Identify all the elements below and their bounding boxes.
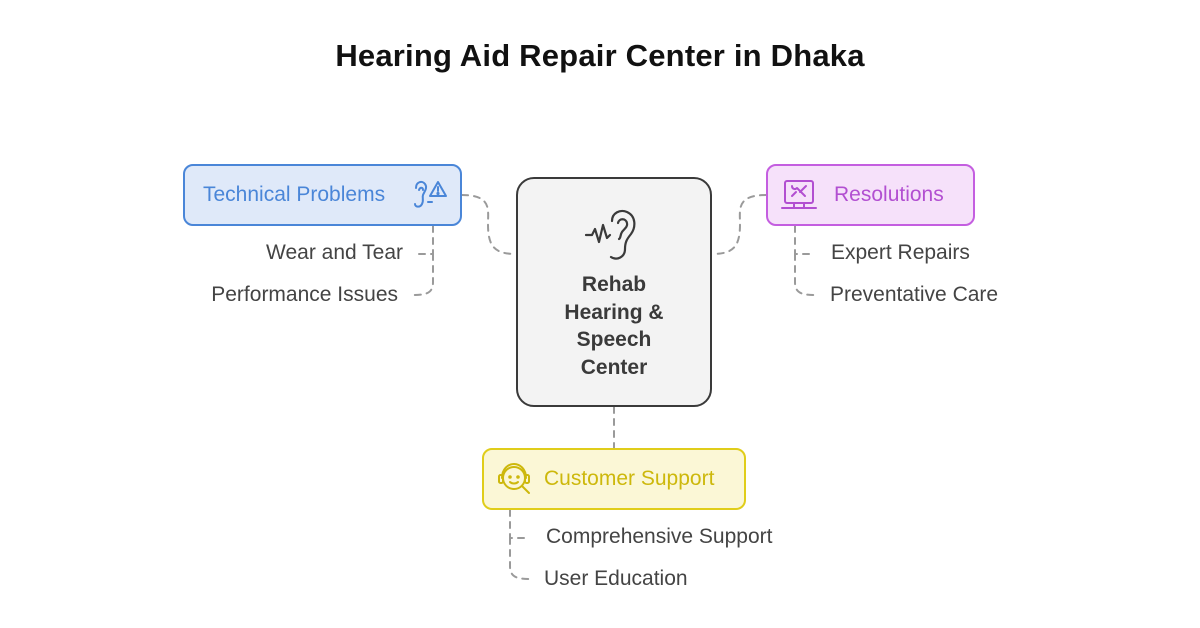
- item-user-education: User Education: [544, 567, 688, 590]
- support-search-icon: [496, 460, 536, 498]
- customer-support-label: Customer Support: [544, 467, 715, 490]
- item-expert-repairs: Expert Repairs: [831, 241, 970, 264]
- connector-expert-repairs: [794, 225, 816, 255]
- connector-technical-center: [461, 194, 517, 255]
- customer-support-node: Customer Support: [482, 448, 746, 510]
- technical-problems-label: Technical Problems: [203, 183, 386, 206]
- resolutions-label: Resolutions: [834, 183, 944, 206]
- center-label-line-4: Center: [580, 355, 648, 379]
- laptop-tools-icon: [780, 177, 818, 213]
- connector-user-education: [509, 537, 531, 580]
- ear-warning-icon: [410, 178, 448, 214]
- diagram-title: Hearing Aid Repair Center in Dhaka: [335, 38, 865, 73]
- connector-preventative-care: [794, 253, 816, 296]
- item-performance-issues: Performance Issues: [211, 283, 398, 306]
- item-wear-and-tear: Wear and Tear: [266, 241, 403, 264]
- technical-problems-node: Technical Problems: [183, 164, 462, 226]
- connector-wear-tear: [413, 225, 434, 255]
- center-label-line-3: Speech: [576, 328, 652, 351]
- item-preventative-care: Preventative Care: [830, 283, 999, 306]
- item-comprehensive-support: Comprehensive Support: [546, 525, 773, 548]
- center-node: Rehab Hearing & Speech Center: [516, 177, 712, 407]
- center-label: Rehab Hearing & Speech Center: [518, 271, 710, 381]
- connector-performance-issues: [413, 253, 434, 296]
- resolutions-node: Resolutions: [766, 164, 975, 226]
- connector-resolutions-center: [711, 194, 767, 255]
- center-label-line-2: Hearing &: [564, 300, 664, 324]
- ear-sound-icon: [584, 205, 644, 270]
- connector-comprehensive-support: [509, 509, 531, 539]
- center-label-line-1: Rehab: [581, 273, 647, 296]
